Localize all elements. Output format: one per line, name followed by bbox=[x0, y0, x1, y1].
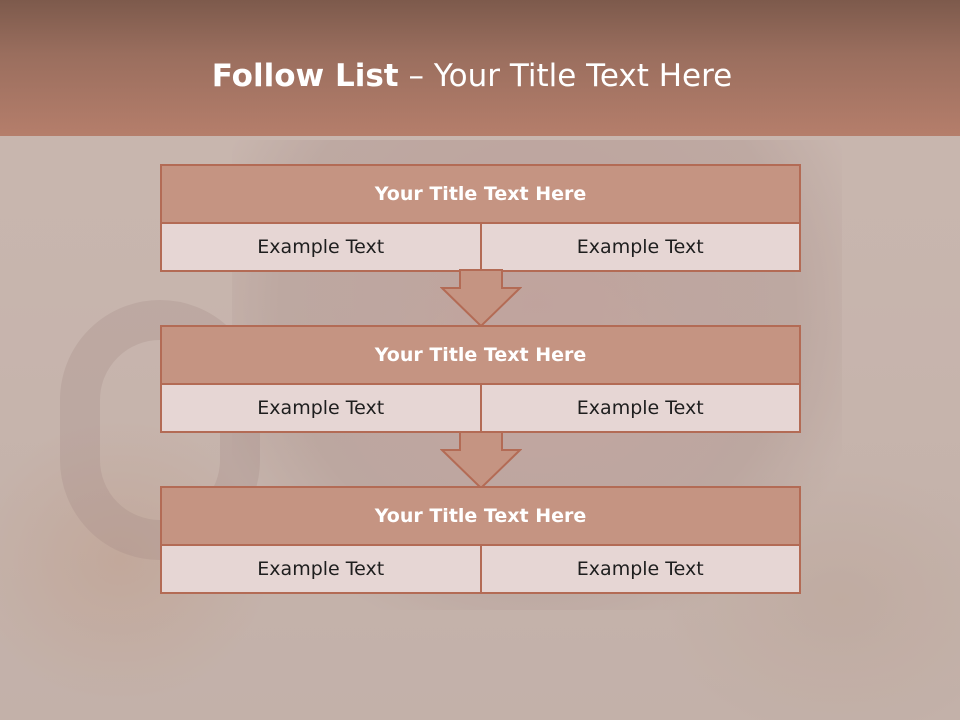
slide-title-rest: – Your Title Text Here bbox=[398, 58, 733, 94]
step-box-3: Your Title Text Here Example Text Exampl… bbox=[160, 486, 801, 594]
step-cell-right: Example Text bbox=[479, 546, 799, 592]
step-box-2: Your Title Text Here Example Text Exampl… bbox=[160, 325, 801, 433]
slide-title-bold: Follow List bbox=[211, 58, 399, 94]
step-title: Your Title Text Here bbox=[162, 488, 799, 546]
step-cell-left: Example Text bbox=[162, 385, 480, 431]
step-row: Example Text Example Text bbox=[162, 224, 799, 270]
step-cell-right: Example Text bbox=[479, 385, 799, 431]
slide-title: Follow List – Your Title Text Here bbox=[0, 54, 944, 98]
step-cell-left: Example Text bbox=[162, 546, 480, 592]
step-row: Example Text Example Text bbox=[162, 546, 799, 592]
step-title: Your Title Text Here bbox=[162, 327, 799, 385]
down-arrow-icon bbox=[440, 269, 522, 328]
step-row: Example Text Example Text bbox=[162, 385, 799, 431]
step-cell-right: Example Text bbox=[479, 224, 799, 270]
step-cell-left: Example Text bbox=[162, 224, 480, 270]
title-bar: Follow List – Your Title Text Here bbox=[0, 0, 960, 136]
down-arrow-icon bbox=[440, 431, 522, 490]
step-title: Your Title Text Here bbox=[162, 166, 799, 224]
step-box-1: Your Title Text Here Example Text Exampl… bbox=[160, 164, 801, 272]
